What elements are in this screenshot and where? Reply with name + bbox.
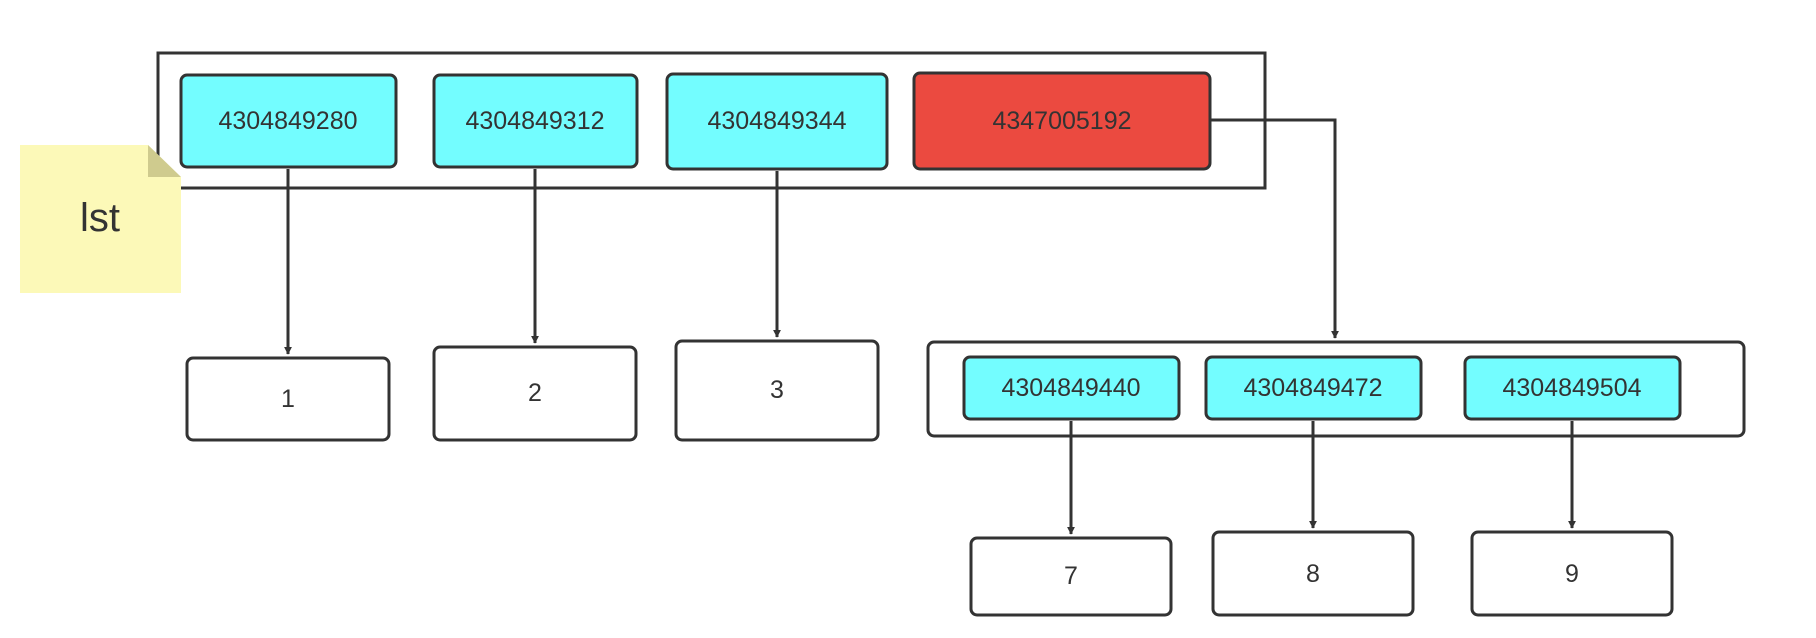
outer-list-cell: 4304849312 [432, 73, 639, 169]
note-fold-icon [148, 145, 181, 177]
inner-cell-text: 4304849440 [1001, 374, 1140, 402]
value-text: 9 [1565, 560, 1579, 588]
value-box: 8 [1211, 530, 1415, 617]
outer-cell-text: 4304849344 [707, 107, 846, 135]
outer-cell-text: 4304849312 [465, 107, 604, 135]
inner-list-cell: 4304849504 [1463, 355, 1682, 421]
inner-cell-text: 4304849504 [1502, 374, 1641, 402]
value-box: 3 [674, 339, 880, 442]
value-text: 3 [770, 376, 784, 404]
inner-list-cell: 4304849440 [962, 355, 1181, 421]
value-box: 7 [969, 536, 1173, 617]
value-text: 7 [1064, 562, 1078, 590]
value-box: 2 [432, 345, 638, 442]
inner-cell-text: 4304849472 [1243, 374, 1382, 402]
outer-list-cell: 4304849344 [665, 72, 889, 171]
note-body [20, 145, 181, 293]
note-lst: lst [20, 145, 181, 293]
note-label: lst [80, 196, 120, 240]
connectors [284, 118, 1576, 535]
outer-cell-text: 4347005192 [992, 107, 1131, 135]
outer-list-cell: 4304849280 [179, 73, 398, 169]
inner-list-container [926, 340, 1746, 438]
value-box: 9 [1470, 530, 1674, 617]
value-text: 8 [1306, 560, 1320, 588]
outer-list-cell-highlighted: 4347005192 [912, 71, 1212, 171]
inner-list-cell: 4304849472 [1204, 355, 1423, 421]
arrow-connector [1211, 118, 1339, 339]
value-text: 2 [528, 379, 542, 407]
outer-cell-text: 4304849280 [218, 107, 357, 135]
value-text: 1 [281, 385, 295, 413]
value-box: 1 [185, 356, 391, 442]
